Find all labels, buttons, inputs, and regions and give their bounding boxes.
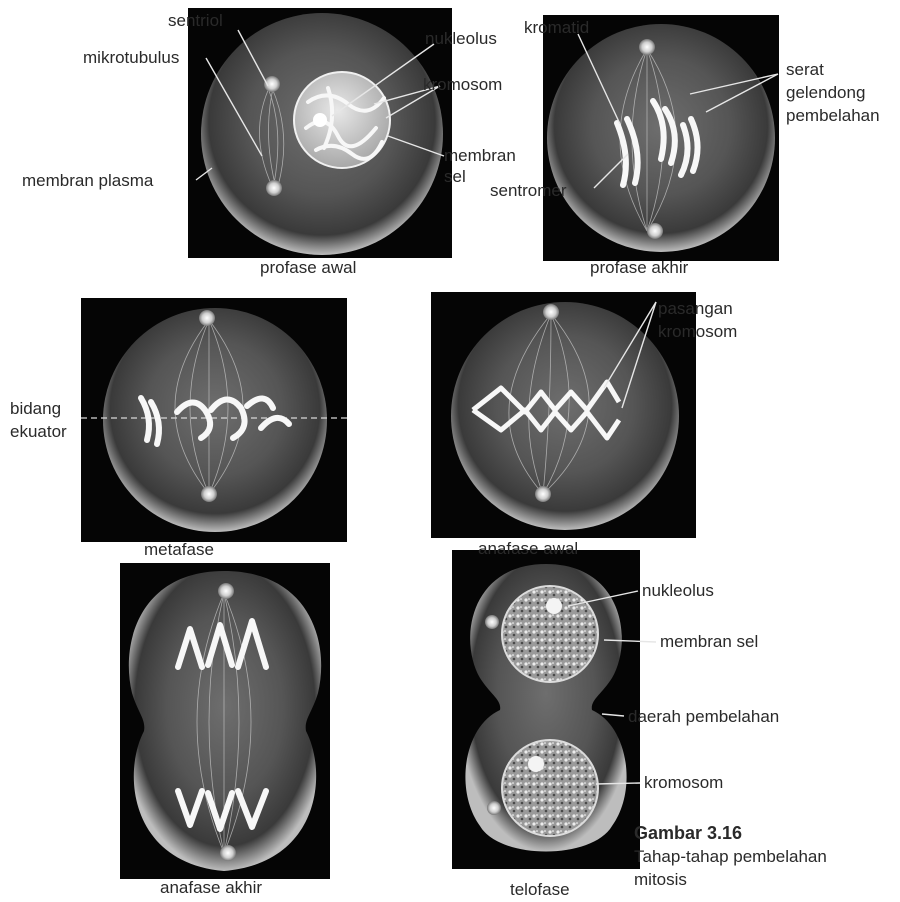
label-membran-sel-line1: membran: [444, 145, 516, 166]
caption-anafase-akhir: anafase akhir: [160, 878, 262, 898]
centriole-top: [199, 310, 215, 326]
centriole-top: [485, 615, 499, 629]
label-mikrotubulus: mikrotubulus: [83, 47, 179, 68]
centriole-bottom: [647, 223, 663, 239]
label-bidang-line2: ekuator: [10, 421, 67, 442]
label-kromosom-telofase: kromosom: [644, 772, 723, 793]
panel-anafase-akhir: [120, 563, 330, 879]
anafase-akhir-illustration: [120, 563, 330, 879]
anafase-awal-illustration: [431, 292, 696, 538]
label-nukleolus-telofase: nukleolus: [642, 580, 714, 601]
centriole-bottom: [487, 801, 501, 815]
panel-metafase: [81, 298, 347, 542]
caption-metafase: metafase: [144, 540, 214, 560]
label-bidang-line1: bidang: [10, 398, 61, 419]
dividing-cell: [129, 571, 321, 871]
label-kromosom: kromosom: [423, 74, 502, 95]
panel-telofase: [452, 550, 640, 869]
label-membran-sel-telofase: membran sel: [660, 631, 758, 652]
label-serat-line3: pembelahan: [786, 105, 880, 126]
centriole-top: [639, 39, 655, 55]
panel-profase-akhir: [543, 15, 779, 261]
daughter-nucleus-bottom: [502, 740, 598, 836]
nucleolus: [313, 113, 327, 127]
nucleolus-bottom: [528, 756, 544, 772]
label-nukleolus: nukleolus: [425, 28, 497, 49]
figure-number: Gambar 3.16: [634, 823, 742, 844]
caption-profase-akhir: profase akhir: [590, 258, 688, 278]
label-sentriol: sentriol: [168, 10, 223, 31]
caption-profase-awal: profase awal: [260, 258, 356, 278]
telofase-illustration: [452, 550, 640, 869]
centriole-bottom: [220, 845, 236, 861]
centriole-bottom: [266, 180, 282, 196]
label-sentromer: sentromer: [490, 180, 567, 201]
label-membran-sel-line2: sel: [444, 166, 466, 187]
caption-anafase-awal: anafase awal: [478, 539, 578, 559]
caption-telofase: telofase: [510, 880, 570, 900]
label-serat-line2: gelendong: [786, 82, 865, 103]
label-serat-line1: serat: [786, 59, 824, 80]
nucleolus-top: [546, 598, 562, 614]
figure-title-line1: Tahap-tahap pembelahan: [634, 846, 827, 867]
panel-anafase-awal: [431, 292, 696, 538]
centriole-top: [264, 76, 280, 92]
label-daerah-pembelahan: daerah pembelahan: [628, 706, 779, 727]
label-pasangan-line1: pasangan: [658, 298, 733, 319]
label-kromatid: kromatid: [524, 17, 589, 38]
centriole-bottom: [201, 486, 217, 502]
metafase-illustration: [81, 298, 347, 542]
profase-akhir-illustration: [543, 15, 779, 261]
label-membran-plasma: membran plasma: [22, 170, 153, 191]
centriole-bottom: [535, 486, 551, 502]
centriole-top: [218, 583, 234, 599]
centriole-top: [543, 304, 559, 320]
profase-awal-illustration: [188, 8, 452, 258]
label-pasangan-line2: kromosom: [658, 321, 737, 342]
figure-title-line2: mitosis: [634, 869, 687, 890]
panel-profase-awal: [188, 8, 452, 258]
